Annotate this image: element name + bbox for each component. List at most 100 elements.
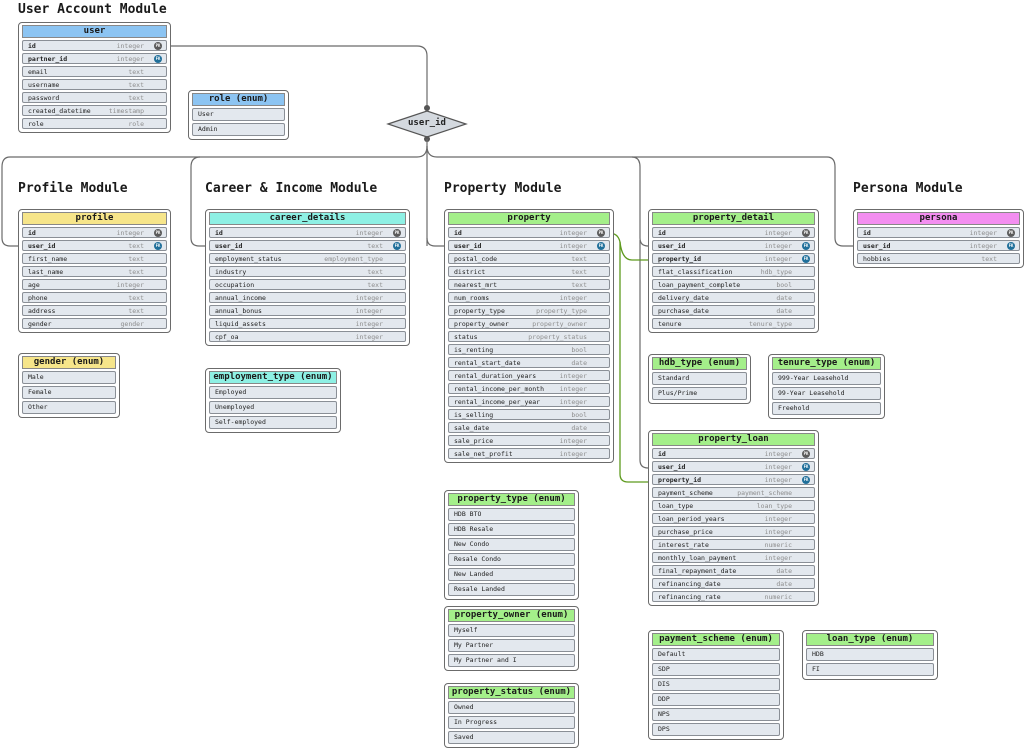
enum-value[interactable]: Standard xyxy=(652,372,747,385)
enum-value[interactable]: Resale Condo xyxy=(448,553,575,566)
enum-value[interactable]: In Progress xyxy=(448,716,575,729)
enum-value[interactable]: NPS xyxy=(652,708,780,721)
enum-value[interactable]: Default xyxy=(652,648,780,661)
enum-value[interactable]: New Landed xyxy=(448,568,575,581)
enum-value[interactable]: DPS xyxy=(652,723,780,736)
enum-value[interactable]: Other xyxy=(22,401,116,414)
enum-value[interactable]: Self-employed xyxy=(209,416,337,429)
enum-value[interactable]: User xyxy=(192,108,285,121)
enum-value[interactable]: Admin xyxy=(192,123,285,136)
enum-value[interactable]: HDB BTO xyxy=(448,508,575,521)
enum-value[interactable]: Unemployed xyxy=(209,401,337,414)
enum-value[interactable]: Plus/Prime xyxy=(652,387,747,400)
enum-value[interactable]: SDP xyxy=(652,663,780,676)
enum-value[interactable]: Freehold xyxy=(772,402,881,415)
enum-value[interactable]: FI xyxy=(806,663,934,676)
enum-value[interactable]: New Condo xyxy=(448,538,575,551)
enum-value[interactable]: DDP xyxy=(652,693,780,706)
enum-value[interactable]: Myself xyxy=(448,624,575,637)
enum-value[interactable]: Employed xyxy=(209,386,337,399)
enum-value[interactable]: Saved xyxy=(448,731,575,744)
enum-value[interactable]: 99-Year Leasehold xyxy=(772,387,881,400)
enum-value[interactable]: My Partner xyxy=(448,639,575,652)
enum-value[interactable]: DIS xyxy=(652,678,780,691)
enum-value[interactable]: HDB xyxy=(806,648,934,661)
enum-value[interactable]: Owned xyxy=(448,701,575,714)
enum-value[interactable]: My Partner and I xyxy=(448,654,575,667)
enum-value[interactable]: Resale Landed xyxy=(448,583,575,596)
